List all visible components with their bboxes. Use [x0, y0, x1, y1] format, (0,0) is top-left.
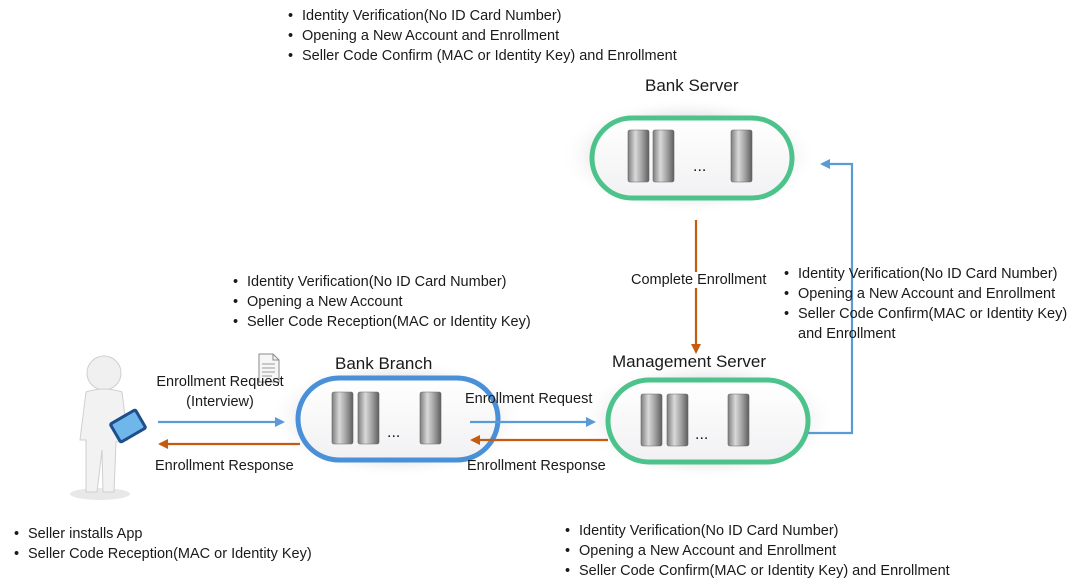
seller-request-label-line1: Enrollment Request — [156, 374, 284, 390]
bank-server-notes: Identity Verification(No ID Card Number)… — [286, 6, 677, 66]
bank-branch-ellipsis: ... — [387, 424, 401, 441]
management-server-notes-bottom: Identity Verification(No ID Card Number)… — [563, 521, 950, 581]
note-item: Opening a New Account and Enrollment — [286, 26, 677, 46]
note-item: Seller Code Confirm (MAC or Identity Key… — [286, 46, 677, 66]
note-item: Identity Verification(No ID Card Number) — [563, 521, 950, 541]
note-item: Seller installs App — [12, 524, 312, 544]
note-item: Seller Code Confirm(MAC or Identity Key) — [782, 304, 1067, 324]
server-rack-icon — [640, 393, 750, 447]
seller-request-label-line2: (Interview) — [186, 394, 254, 410]
management-server-notes-right: Identity Verification(No ID Card Number)… — [782, 264, 1067, 344]
note-item-continuation: and Enrollment — [798, 326, 896, 342]
note-item: Identity Verification(No ID Card Number) — [286, 6, 677, 26]
branch-response-label: Enrollment Response — [467, 458, 606, 474]
complete-enrollment-label: Complete Enrollment — [629, 272, 769, 288]
management-server-node — [578, 360, 836, 480]
branch-request-label: Enrollment Request — [465, 391, 593, 407]
management-server-ellipsis: ... — [695, 426, 709, 443]
bank-server-title: Bank Server — [645, 76, 739, 95]
tablet-icon — [109, 408, 147, 444]
document-icon — [258, 353, 280, 383]
seller-person-icon — [70, 355, 147, 500]
seller-request-label: Enrollment Request (Interview) — [150, 372, 290, 412]
seller-response-label: Enrollment Response — [155, 458, 294, 474]
bank-server-ellipsis: ... — [693, 158, 707, 175]
note-item: Seller Code Confirm(MAC or Identity Key)… — [563, 561, 950, 581]
note-item: Identity Verification(No ID Card Number) — [231, 272, 531, 292]
note-item: Opening a New Account and Enrollment — [782, 284, 1067, 304]
bank-branch-title: Bank Branch — [335, 354, 433, 373]
note-item: Opening a New Account and Enrollment — [563, 541, 950, 561]
management-server-title: Management Server — [612, 352, 767, 371]
bank-branch-notes: Identity Verification(No ID Card Number)… — [231, 272, 531, 332]
bank-server-node — [560, 98, 818, 214]
seller-notes: Seller installs App Seller Code Receptio… — [12, 524, 312, 564]
note-item: Opening a New Account — [231, 292, 531, 312]
note-item: Seller Code Reception(MAC or Identity Ke… — [12, 544, 312, 564]
server-rack-icon — [331, 391, 442, 445]
note-item: Seller Code Reception(MAC or Identity Ke… — [231, 312, 531, 332]
note-item: Identity Verification(No ID Card Number) — [782, 264, 1067, 284]
bank-branch-node — [268, 358, 526, 478]
server-rack-icon — [627, 129, 753, 183]
